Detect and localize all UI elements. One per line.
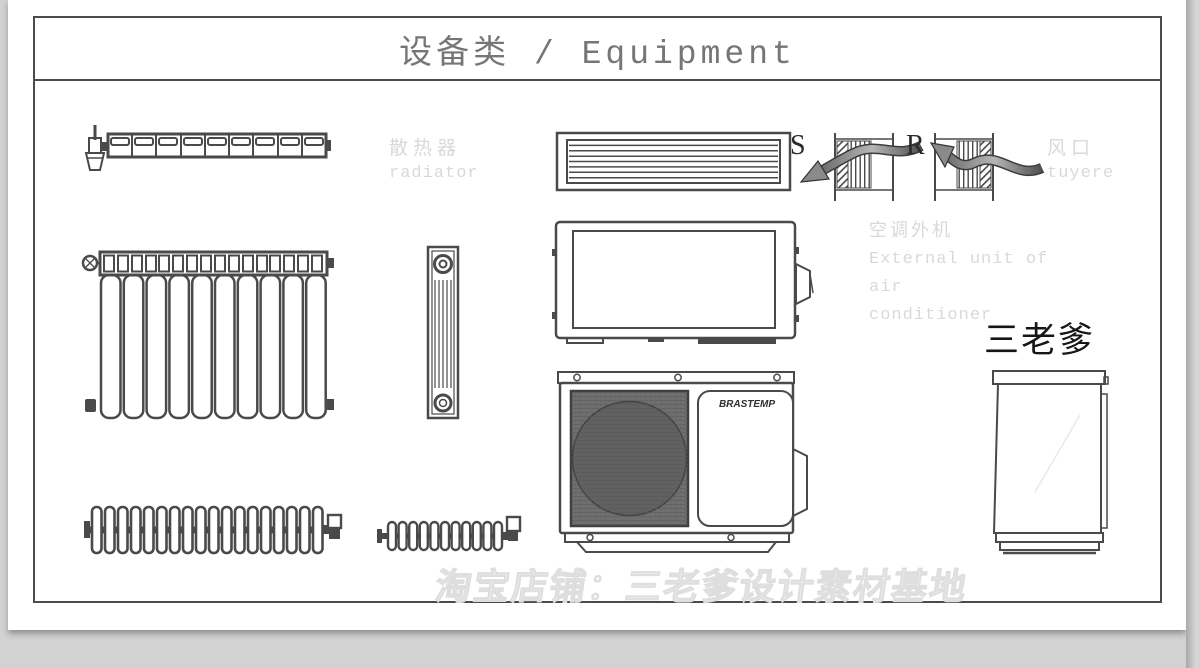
- vent-supply-symbol: [799, 133, 924, 201]
- page-title: 设备类 / Equipment: [399, 35, 796, 73]
- column-radiator-top-long: [84, 505, 343, 555]
- ac-external-label-en3: conditioner: [869, 306, 993, 325]
- ac-outdoor-top-view: [552, 220, 814, 344]
- ac-external-label-en2: air: [869, 278, 903, 297]
- radiator-top-view: [84, 125, 331, 171]
- shop-watermark: 淘宝店铺：三老爹设计素材基地: [432, 565, 971, 607]
- supply-letter: S: [790, 130, 806, 161]
- title-bar: 设备类 / Equipment: [35, 18, 1160, 81]
- louver-grille: [555, 131, 792, 192]
- tuyere-label-cn: 风口: [1047, 138, 1096, 160]
- ac-external-label-cn: 空调外机: [869, 222, 953, 242]
- column-radiator-top-short: [377, 515, 522, 552]
- drawing-frame: 设备类 / Equipment: [33, 16, 1162, 603]
- ac-side-unit-view: [992, 370, 1109, 555]
- tuyere-label-en: tuyere: [1047, 164, 1115, 183]
- radiator-front-view: [81, 250, 334, 420]
- paper-edge-shade: [1186, 0, 1200, 668]
- radiator-label: 散热器 radiator: [389, 133, 479, 183]
- radiator-column-view: [426, 245, 460, 420]
- brand-logo-text: BRASTEMP: [718, 399, 776, 410]
- radiator-label-cn: 散热器: [389, 138, 462, 160]
- radiator-label-en: radiator: [389, 164, 479, 183]
- ac-external-label: 空调外机 External unit of air conditioner: [869, 220, 1048, 328]
- ac-external-label-en1: External unit of: [869, 250, 1049, 269]
- return-letter: R: [906, 130, 925, 161]
- artist-watermark: 三老爹: [984, 321, 1096, 360]
- tuyere-label: 风口 tuyere: [1047, 133, 1114, 183]
- vent-return-symbol: [929, 133, 1045, 201]
- ac-outdoor-front-view: [557, 371, 808, 553]
